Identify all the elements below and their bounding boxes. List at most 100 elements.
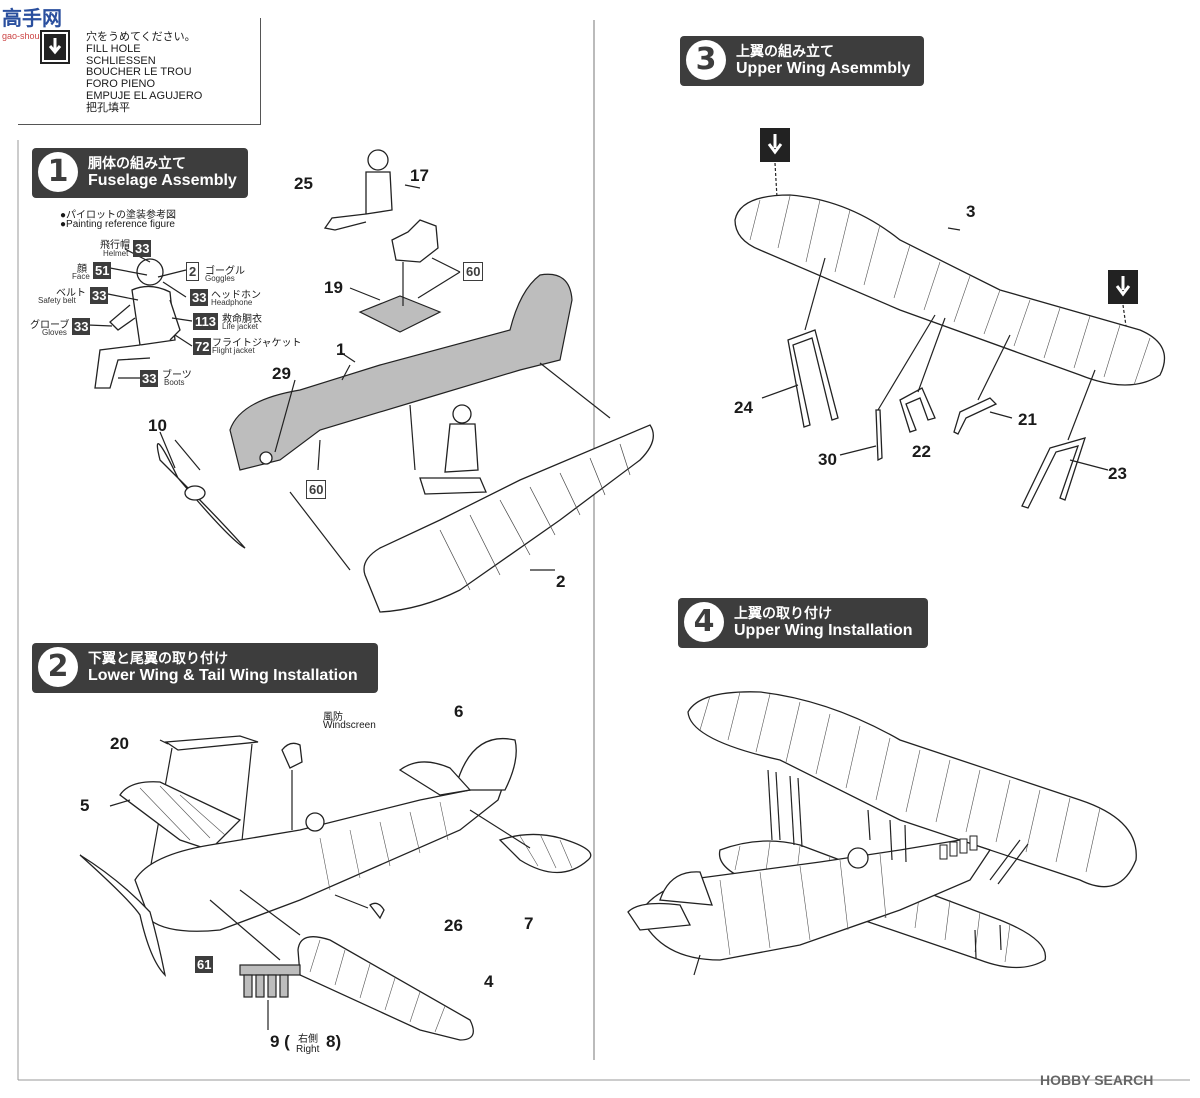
- tail-fin: [659, 871, 713, 906]
- step-4-banner: 4 上翼の取り付け Upper Wing Installation: [678, 598, 928, 648]
- part-21-strut: [953, 397, 998, 435]
- flight-jacket-label-jp: フライトジャケット: [212, 338, 302, 349]
- flight-jacket-label-en: Flight jacket: [212, 346, 255, 355]
- boots-label-en: Boots: [164, 378, 185, 387]
- step-title-jp: 下翼と尾翼の取り付け: [88, 651, 228, 667]
- face-label-en: Face: [72, 272, 90, 281]
- part-number-6: 6: [454, 702, 464, 721]
- part-number-25: 25: [294, 174, 313, 193]
- right-label-jp: 右側: [298, 1034, 318, 1045]
- part-number-17: 17: [410, 166, 429, 185]
- seated-pilot-assembly: [419, 404, 487, 495]
- part-10-propeller: [156, 443, 246, 549]
- part-number-20: 20: [110, 734, 129, 753]
- part-22-strut: [899, 387, 936, 433]
- face-color-code: 51: [93, 262, 112, 279]
- part-6-tail-fin: [454, 738, 517, 791]
- part-number-19: 19: [324, 278, 343, 297]
- part-26-clip: [369, 902, 385, 920]
- watermark-site-url: gao-shou.com: [2, 31, 60, 41]
- site-watermark: 高手网 gao-shou.com: [2, 2, 62, 41]
- headphone-color-code: 33: [190, 289, 209, 306]
- legend-line: EMPUJE EL AGUJERO: [86, 89, 203, 102]
- part-4-lower-wing: [297, 936, 474, 1041]
- cockpit-pilot: [305, 812, 325, 832]
- goggles-color-code: 2: [186, 262, 200, 281]
- windscreen-part: [281, 742, 303, 769]
- legend-line: 穴をうめてください。: [86, 31, 196, 43]
- part-number-24: 24: [734, 398, 753, 417]
- part-number-5: 5: [80, 796, 90, 815]
- part-29-shaft: [259, 451, 273, 465]
- step-title-en: Lower Wing & Tail Wing Installation: [88, 667, 358, 684]
- color-code-61: 61: [195, 956, 214, 973]
- exhaust-stacks: [939, 835, 978, 860]
- cockpit-pilot: [847, 847, 869, 869]
- flight-jacket-color-code: 72: [193, 338, 212, 355]
- windscreen-label-en: Windscreen: [323, 720, 376, 731]
- color-code-60: 60: [463, 262, 484, 281]
- hobby-search-watermark: HOBBY SEARCH: [1040, 1072, 1153, 1088]
- part-25-pilot: [323, 149, 393, 231]
- belt-color-code: 33: [90, 287, 109, 304]
- step-number: 4: [684, 602, 724, 642]
- headphone-label-en: Headphone: [211, 298, 253, 307]
- fuselage: [639, 839, 992, 961]
- step-1-banner: 1 胴体の組み立て Fuselage Assembly: [32, 148, 248, 198]
- color-code-60: 60: [306, 480, 327, 499]
- part-number-23: 23: [1108, 464, 1127, 483]
- step-number: 2: [38, 647, 78, 687]
- exhaust-parts: [239, 964, 301, 998]
- part-number-26: 26: [444, 916, 463, 935]
- tail-plane-left: [398, 761, 472, 796]
- goggles-label-jp: ゴーグル: [205, 266, 245, 277]
- boots-color-code: 33: [140, 370, 159, 387]
- hobby-search-logo: HOBBY SEARCH: [1040, 1072, 1154, 1088]
- part-number-2: 2: [556, 572, 566, 591]
- gloves-color-code: 33: [72, 318, 91, 335]
- part-number-4: 4: [484, 972, 494, 991]
- step-number: 3: [686, 40, 726, 80]
- part-number-21: 21: [1018, 410, 1037, 429]
- fill-hole-icon: [40, 30, 70, 64]
- helmet-label-en: Helmet: [103, 249, 129, 258]
- step-3-banner: 3 上翼の組み立て Upper Wing Asemmbly: [680, 36, 924, 86]
- upper-wing: [687, 691, 1137, 888]
- part-24-strut: [787, 329, 839, 428]
- part-20-panel: [164, 735, 259, 751]
- life-jacket-color-code: 113: [193, 313, 218, 330]
- step-number: 1: [38, 152, 78, 192]
- boots-label-jp: ブーツ: [162, 370, 192, 381]
- step-2-banner: 2 下翼と尾翼の取り付け Lower Wing & Tail Wing Inst…: [32, 643, 378, 693]
- part-1-fuselage-half: [229, 273, 573, 471]
- legend-line: FORO PIENO: [86, 78, 156, 91]
- wing-struts: [767, 769, 1029, 959]
- part-17-seat: [391, 219, 439, 263]
- part-number-1: 1: [336, 340, 346, 359]
- part-number-7: 7: [524, 914, 534, 933]
- belt-label-en: Safety belt: [38, 296, 76, 305]
- pilot-figure: [94, 258, 181, 389]
- face-label-jp: 顔: [77, 264, 87, 275]
- gloves-label-jp: グローブ: [30, 320, 70, 331]
- legend-line: BOUCHER LE TROU: [86, 66, 192, 79]
- belt-label-jp: ベルト: [56, 288, 86, 299]
- legend-text: 穴をうめてください。 FILL HOLE SCHLIESSEN BOUCHER …: [86, 31, 203, 115]
- part-number-10: 10: [148, 416, 167, 435]
- goggles-label-en: Goggles: [205, 274, 235, 283]
- life-jacket-label-jp: 救命胴衣: [222, 314, 262, 325]
- legend-line: SCHLIESSEN: [86, 54, 156, 67]
- part-number-22: 22: [912, 442, 931, 461]
- helmet-label-jp: 飛行帽: [100, 240, 130, 251]
- legend-line: FILL HOLE: [86, 42, 141, 55]
- step-title-en: Upper Wing Asemmbly: [736, 60, 911, 77]
- life-jacket-label-en: Life jacket: [222, 322, 259, 331]
- headphone-label-jp: ヘッドホン: [211, 290, 261, 301]
- part-2-fuselage: [363, 424, 654, 613]
- right-label-en: Right: [296, 1044, 320, 1055]
- step-title-jp: 上翼の取り付け: [734, 606, 832, 622]
- gloves-label-en: Gloves: [42, 328, 67, 337]
